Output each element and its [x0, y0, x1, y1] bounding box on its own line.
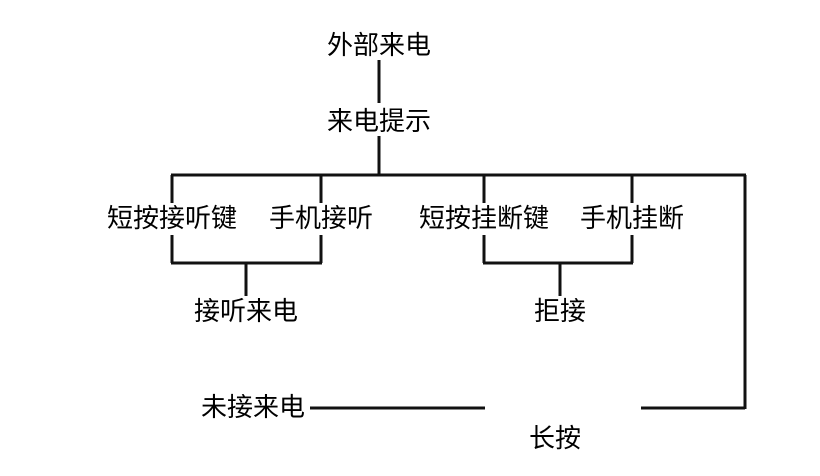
node-external-call: 外部来电 — [326, 31, 432, 61]
node-short-press-hangup-key: 短按挂断键 — [418, 204, 550, 234]
node-phone-hangup: 手机挂断 — [579, 204, 685, 234]
node-missed-call: 未接来电 — [200, 393, 306, 423]
node-call-alert: 来电提示 — [326, 107, 432, 137]
node-reject: 拒接 — [533, 297, 587, 327]
node-answer-call: 接听来电 — [193, 297, 299, 327]
node-short-press-answer-key: 短按接听键 — [106, 204, 238, 234]
node-phone-answer: 手机接听 — [268, 204, 374, 234]
node-long-press-condition: 长按 挂断/接听键 或不操作 — [486, 362, 625, 476]
long-press-line-1: 长按 — [528, 424, 582, 454]
